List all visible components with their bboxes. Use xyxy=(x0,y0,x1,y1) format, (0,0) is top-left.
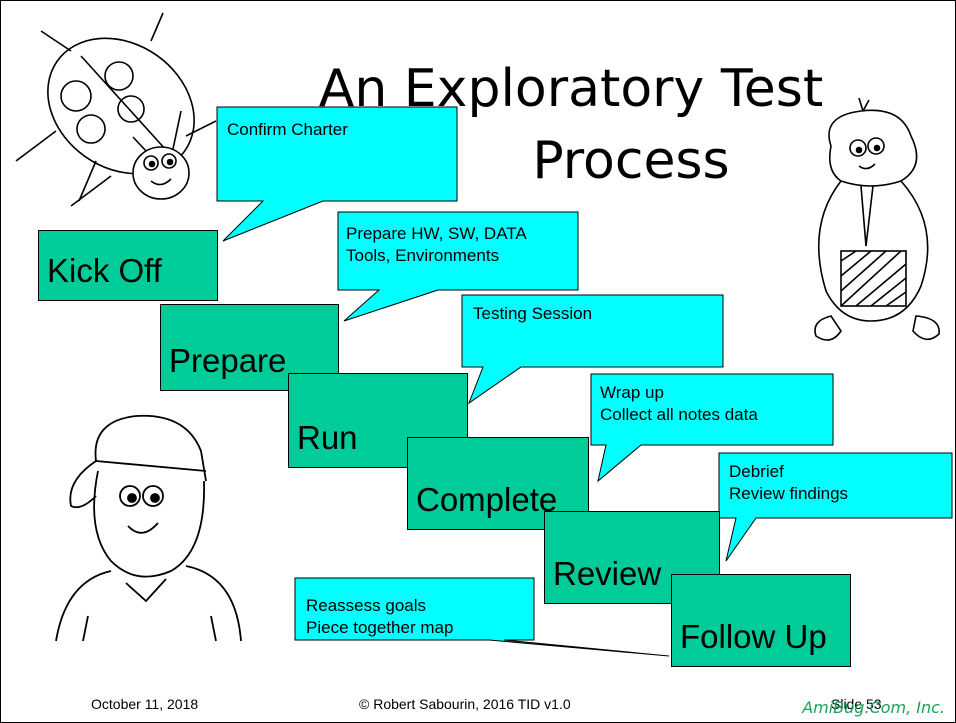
callout-confirm-charter: Confirm Charter xyxy=(227,120,348,139)
footer-copyright: © Robert Sabourin, 2016 TID v1.0 xyxy=(359,696,571,712)
ladybug-icon xyxy=(15,12,217,207)
step-complete: Complete xyxy=(407,437,589,530)
footer-date: October 11, 2018 xyxy=(91,696,199,712)
brand-logo-text: AmiBug.Com, Inc. xyxy=(802,698,945,717)
manager-bug-icon xyxy=(814,97,940,341)
step-kick-off: Kick Off xyxy=(38,230,218,301)
callout-prepare-resources: Prepare HW, SW, DATA Tools, Environments xyxy=(346,224,527,265)
step-follow-up: Follow Up xyxy=(671,574,851,667)
slide-title-line-2: Process xyxy=(532,131,730,191)
callout-debrief: Debrief Review findings xyxy=(729,462,849,503)
callout-reassess: Reassess goals Piece together map xyxy=(306,596,454,637)
callout-wrap-up: Wrap up Collect all notes data xyxy=(600,383,758,424)
tester-person-icon xyxy=(55,414,242,642)
slide-title-line-1: An Exploratory Test xyxy=(318,59,824,119)
step-run: Run xyxy=(288,373,468,468)
step-review: Review xyxy=(544,511,720,604)
footer-slide-number: Slide 53 xyxy=(831,696,882,712)
callout-testing-session: Testing Session xyxy=(473,304,593,323)
